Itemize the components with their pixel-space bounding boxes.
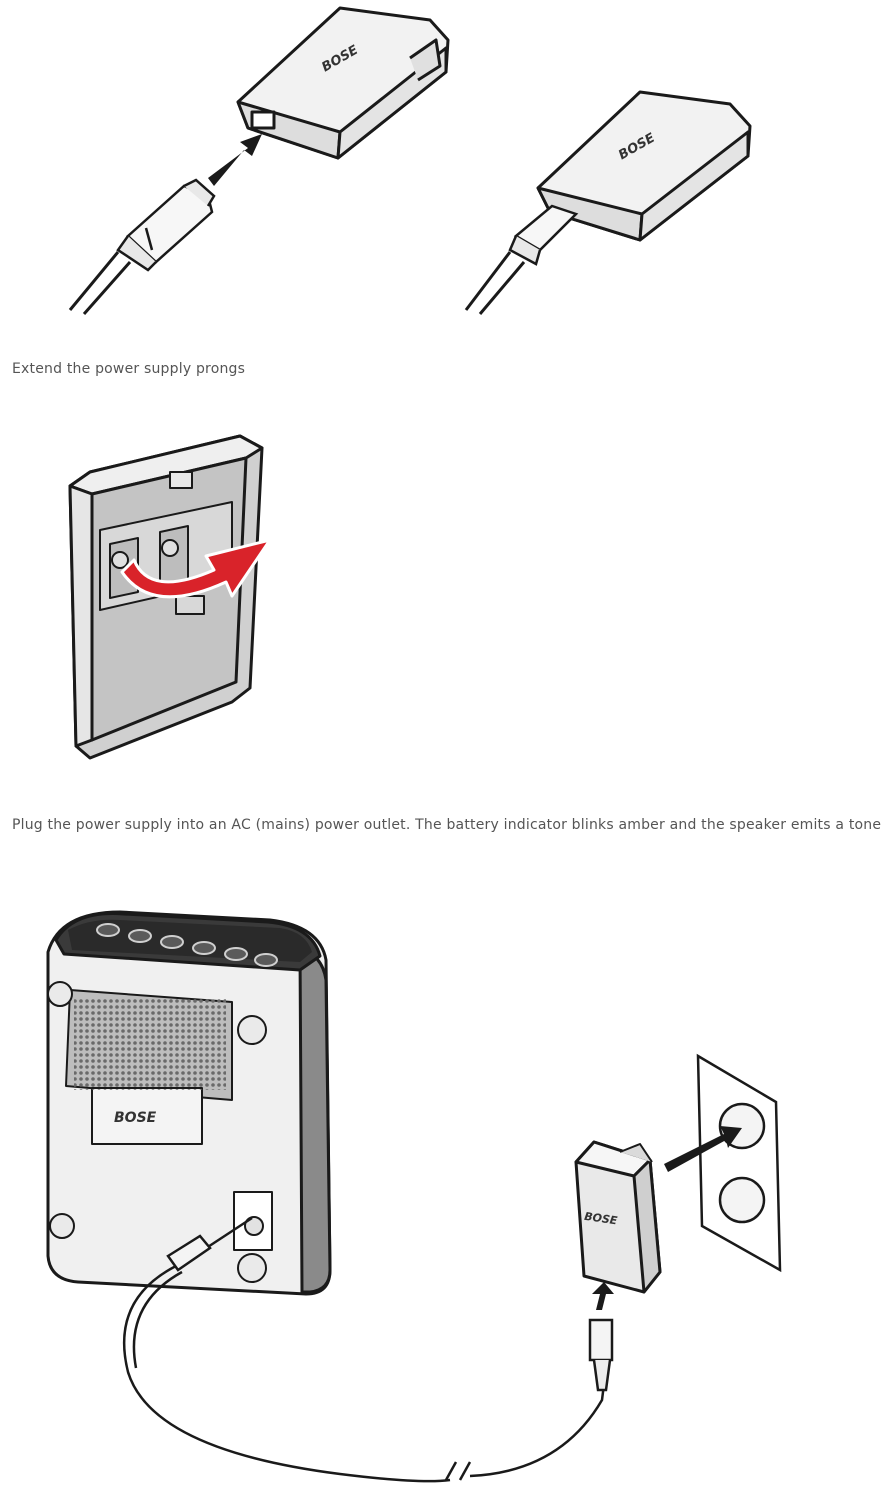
- step-caption-extend-prongs: Extend the power supply prongs: [12, 361, 246, 377]
- wall-outlet: [696, 1053, 782, 1273]
- insert-arrow-up: [592, 1282, 614, 1310]
- insert-arrow-outlet: [664, 1126, 742, 1172]
- speaker-grille: [74, 998, 226, 1090]
- step-caption-plug-in: Plug the power supply into an AC (mains)…: [12, 817, 882, 833]
- usb-plug-right: [464, 204, 579, 315]
- power-supply-right: [536, 90, 752, 242]
- usb-plug-left: [68, 178, 216, 315]
- power-supply-left: [236, 6, 450, 160]
- usb-connect-illustration: BOSE BOSE: [0, 0, 895, 330]
- svg-text:BOSE: BOSE: [114, 1110, 157, 1126]
- svg-text:BOSE: BOSE: [583, 1210, 618, 1228]
- prong-extend-illustration: [0, 420, 320, 780]
- rotate-arrow: [120, 538, 272, 599]
- power-supply: [574, 1140, 662, 1294]
- speaker-charging-illustration: BOSE: [0, 890, 895, 1500]
- insert-arrow: [208, 134, 262, 186]
- speaker: [46, 910, 332, 1296]
